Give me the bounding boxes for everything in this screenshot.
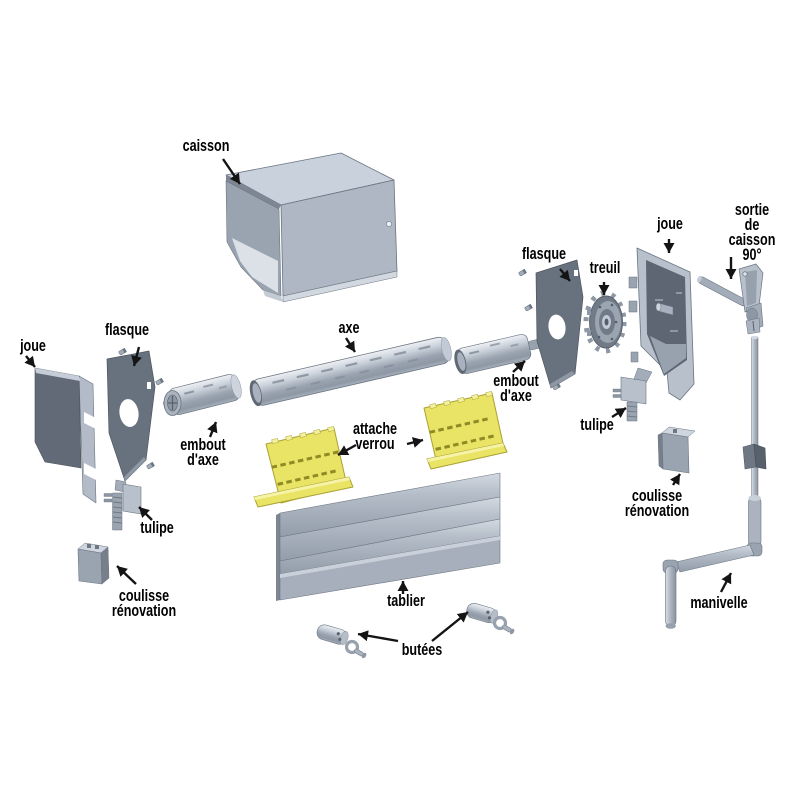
label-attache-verrou: attache verrou <box>345 419 405 453</box>
label-embout-axe-right: embout d'axe <box>485 371 546 405</box>
label-flasque-left: flasque <box>97 320 157 339</box>
butee-left-part <box>316 624 367 659</box>
embout-axe-left-part <box>163 374 242 416</box>
sortie-caisson-part <box>696 263 764 335</box>
manivelle-part <box>662 335 767 629</box>
axe-part <box>249 336 452 407</box>
label-treuil: treuil <box>584 258 626 277</box>
label-manivelle: manivelle <box>680 593 758 612</box>
joue-left-part <box>34 367 97 504</box>
label-tablier-text: tablier <box>387 591 425 610</box>
label-caisson-text: caisson <box>182 136 230 155</box>
label-embout-axe-left: embout d'axe <box>172 435 233 469</box>
label-joue-right-text: joue <box>657 214 683 233</box>
label-tulipe-right: tulipe <box>574 415 619 434</box>
label-axe-text: axe <box>338 318 360 337</box>
label-coulisse-right: coulisse rénovation <box>614 486 701 520</box>
label-coulisse-left-text: coulisse rénovation <box>111 586 177 620</box>
coulisse-left-part <box>77 542 110 585</box>
attache-verrou-left-part <box>253 426 354 508</box>
label-sortie-caisson: sortie de caisson 90° <box>720 200 783 264</box>
label-joue-left: joue <box>16 336 51 355</box>
treuil-part <box>583 290 627 354</box>
label-embout-axe-right-text: embout d'axe <box>493 371 539 405</box>
label-flasque-right-text: flasque <box>521 244 567 263</box>
label-manivelle-text: manivelle <box>690 593 748 612</box>
embout-axe-right-part <box>454 334 546 375</box>
label-embout-axe-left-text: embout d'axe <box>180 435 226 469</box>
label-sortie-caisson-text: sortie de caisson 90° <box>728 200 776 264</box>
label-coulisse-left: coulisse rénovation <box>101 586 188 620</box>
label-axe: axe <box>335 318 363 337</box>
leader-arrows <box>24 158 737 643</box>
caisson-part <box>225 152 398 303</box>
label-joue-left-text: joue <box>20 336 46 355</box>
label-treuil-text: treuil <box>589 258 621 277</box>
tablier-part <box>276 472 501 601</box>
label-butees: butées <box>395 640 450 659</box>
tulipe-right-part <box>612 367 653 422</box>
flasque-left-part <box>106 350 156 482</box>
flasque-right-part <box>535 259 584 389</box>
label-attache-verrou-text: attache verrou <box>352 419 398 453</box>
label-joue-right: joue <box>653 214 688 233</box>
label-flasque-right: flasque <box>514 244 574 263</box>
label-butees-text: butées <box>401 640 443 659</box>
label-tulipe-left: tulipe <box>134 518 179 537</box>
butee-right-part <box>466 603 515 635</box>
label-coulisse-right-text: coulisse rénovation <box>624 486 690 520</box>
tulipe-left-part <box>103 479 142 531</box>
attache-verrou-right-part <box>423 391 508 470</box>
joue-right-part <box>628 247 695 401</box>
label-tulipe-left-text: tulipe <box>140 518 174 537</box>
label-flasque-left-text: flasque <box>104 320 150 339</box>
label-tablier: tablier <box>380 591 431 610</box>
label-caisson: caisson <box>174 136 237 155</box>
label-tulipe-right-text: tulipe <box>580 415 614 434</box>
coulisse-right-part <box>657 426 696 474</box>
